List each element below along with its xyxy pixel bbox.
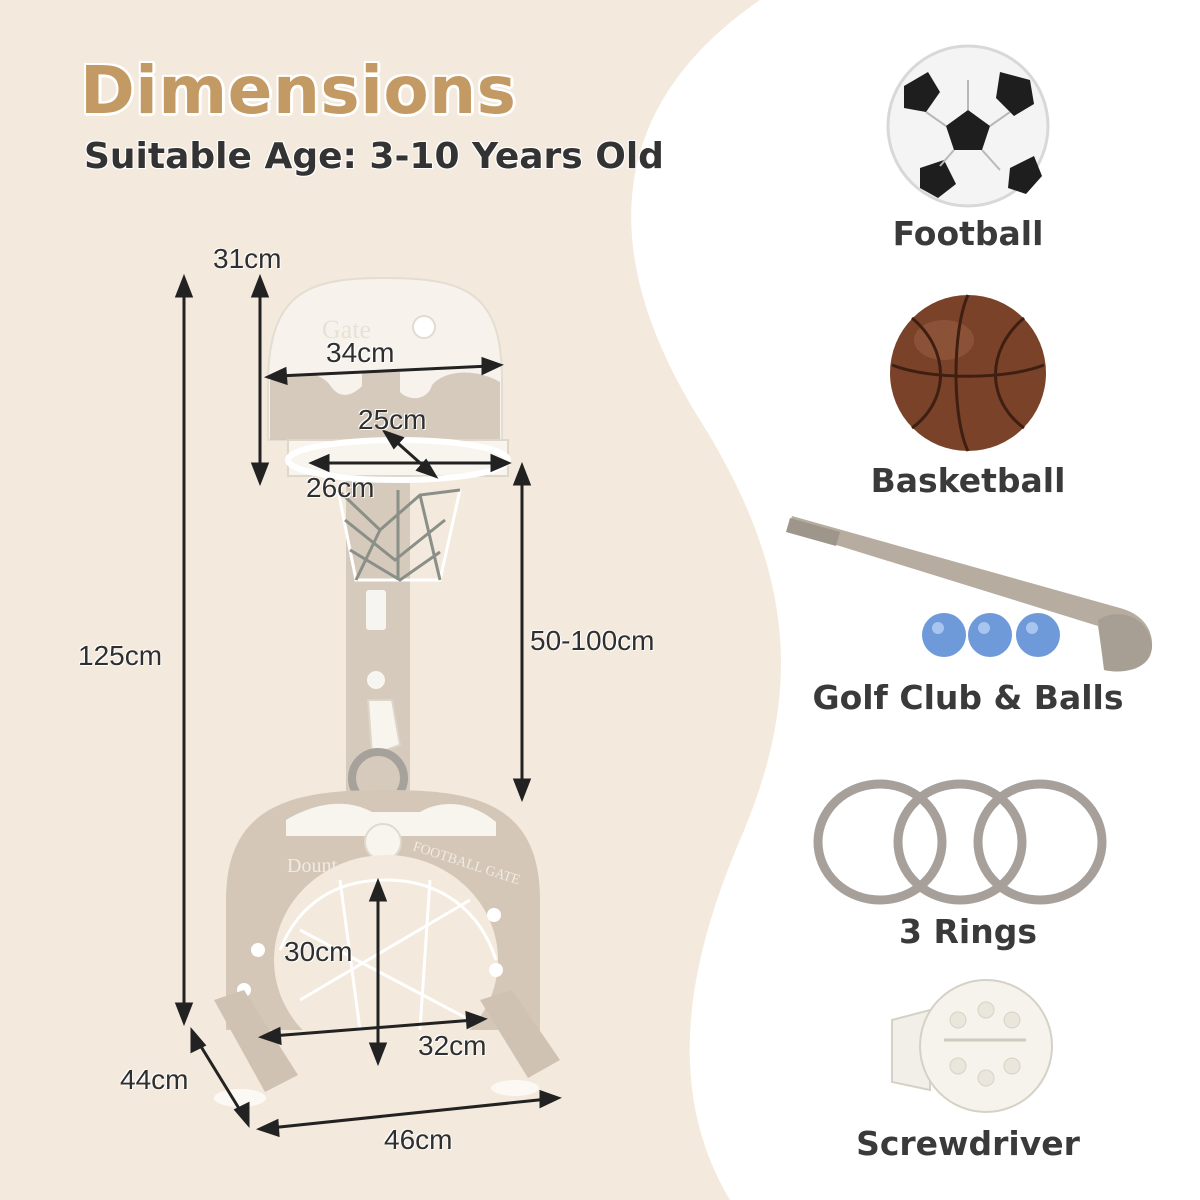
- accessory-label-football: Football: [892, 214, 1044, 253]
- dim-total-height: 125cm: [78, 640, 163, 671]
- dim-goal-width: 32cm: [418, 1030, 487, 1061]
- dim-backboard-height: 31cm: [213, 243, 282, 274]
- rings-icon: [813, 779, 1107, 905]
- dim-base-width: 46cm: [384, 1124, 453, 1155]
- dimension-lines: [174, 273, 562, 1138]
- dim-goal-height: 30cm: [284, 936, 353, 967]
- backboard: Gate: [267, 276, 503, 441]
- dim-adjustable-range: 50-100cm: [530, 625, 655, 656]
- dim-backboard-width: 34cm: [326, 337, 395, 368]
- accessory-label-screwdriver: Screwdriver: [856, 1124, 1080, 1163]
- screwdriver-icon: [891, 979, 1053, 1113]
- dim-hoop-width: 26cm: [306, 472, 375, 503]
- page-title: Dimensions: [80, 52, 517, 129]
- golf-club-icon: [786, 516, 1153, 672]
- football-icon: [886, 44, 1050, 208]
- accessory-label-rings: 3 Rings: [899, 912, 1037, 951]
- backboard-word: Gate: [322, 315, 371, 344]
- dim-hoop-depth: 25cm: [358, 404, 427, 435]
- accessory-label-golf: Golf Club & Balls: [812, 678, 1124, 717]
- goal-base: Dount FOOTBALL GATE: [214, 790, 560, 1107]
- age-subtitle: Suitable Age: 3-10 Years Old: [84, 136, 664, 177]
- base-word: Dount: [287, 855, 337, 877]
- accessory-label-basketball: Basketball: [870, 461, 1066, 500]
- ring-holder: [348, 699, 408, 808]
- dim-base-depth: 44cm: [120, 1064, 189, 1095]
- basketball-icon: [890, 294, 1046, 452]
